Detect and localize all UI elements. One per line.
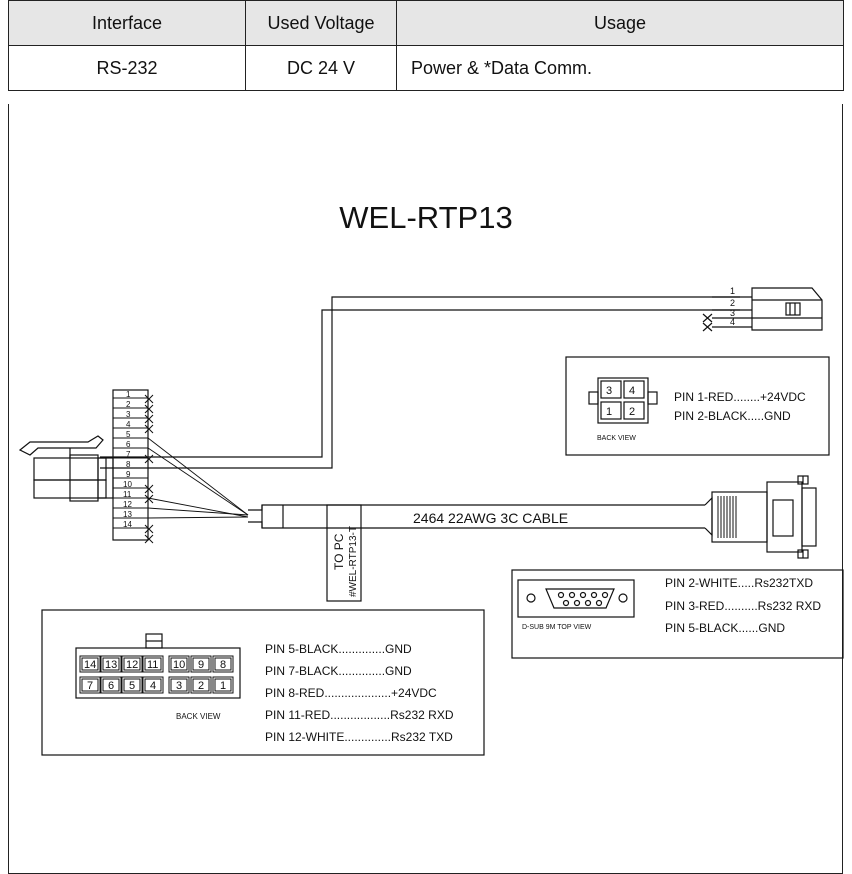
main-pin-label: 11 xyxy=(147,659,158,671)
dsub-box-line: PIN 5-BLACK......GND xyxy=(665,621,785,635)
main-pin-label: 9 xyxy=(198,659,204,671)
upper-cable-inner xyxy=(100,296,740,469)
dsub-box-line: PIN 3-RED..........Rs232 RXD xyxy=(665,599,821,613)
right-connector-wires xyxy=(702,296,752,332)
left-pin-label: 3 xyxy=(126,410,131,419)
spec-header-row: Interface Used Voltage Usage xyxy=(8,0,844,46)
cell-usage: Power & *Data Comm. xyxy=(396,45,844,91)
main-box-pin-labels: 14 13 12 11 10 9 8 7 6 5 4 3 2 1 BACK VI… xyxy=(84,659,226,721)
dsub-connector xyxy=(704,475,817,559)
main-box-lines: PIN 5-BLACK..............GND PIN 7-BLACK… xyxy=(265,642,454,744)
main-pin-label: 6 xyxy=(108,680,114,692)
main-pin-label: 4 xyxy=(150,680,156,692)
main-pin-label: 14 xyxy=(84,659,96,671)
power-pin-label: 3 xyxy=(606,385,612,397)
main-pin-label: 2 xyxy=(198,680,204,692)
power-box-line: PIN 2-BLACK.....GND xyxy=(674,409,791,423)
main-box-view-label: BACK VIEW xyxy=(176,712,221,721)
left-pin-label: 1 xyxy=(126,390,131,399)
main-pin-label: 3 xyxy=(176,680,182,692)
main-box-line: PIN 11-RED..................Rs232 RXD xyxy=(265,708,454,722)
dsub-box-text: D-SUB 9M TOP VIEW PIN 2-WHITE.....Rs232T… xyxy=(522,576,821,635)
diagram-title: WEL-RTP13 xyxy=(339,200,512,235)
right-pin-label: 3 xyxy=(730,308,735,318)
left-pin-label: 9 xyxy=(126,470,131,479)
dsub-view-label: D-SUB 9M TOP VIEW xyxy=(522,624,592,631)
power-pin-label: 1 xyxy=(606,406,612,418)
left-pin-label: 7 xyxy=(126,450,131,459)
left-pin-label: 4 xyxy=(126,420,131,429)
main-pin-label: 8 xyxy=(220,659,226,671)
power-box-text: 3 4 1 2 BACK VIEW PIN 1-RED........+24VD… xyxy=(597,385,806,442)
cable-label: 2464 22AWG 3C CABLE xyxy=(413,510,568,526)
tag-text: TO PC #WEL-RTP13-T xyxy=(332,526,359,597)
power-connector-box xyxy=(565,356,830,456)
left-pin-label: 5 xyxy=(126,430,131,439)
right-pin-label: 4 xyxy=(730,317,735,327)
main-pin-label: 10 xyxy=(173,659,185,671)
converging-wires xyxy=(147,437,249,519)
tag-line2: #WEL-RTP13-T xyxy=(348,526,359,597)
left-pin-label: 6 xyxy=(126,440,131,449)
header-interface: Interface xyxy=(8,0,246,46)
left-pin-lines xyxy=(113,397,148,529)
unused-pin-marks xyxy=(144,394,154,544)
left-pin-label: 12 xyxy=(123,500,132,509)
dsub-box-line: PIN 2-WHITE.....Rs232TXD xyxy=(665,576,813,590)
spec-table: Interface Used Voltage Usage RS-232 DC 2… xyxy=(8,0,844,91)
main-pin-label: 13 xyxy=(105,659,117,671)
cell-voltage: DC 24 V xyxy=(245,45,397,91)
left-pin-label: 13 xyxy=(123,510,132,519)
right-pin-label: 2 xyxy=(730,298,735,308)
left-pin-label: 8 xyxy=(126,460,131,469)
power-box-view-label: BACK VIEW xyxy=(597,435,636,442)
right-pin-label: 1 xyxy=(730,286,735,296)
left-pin-label: 14 xyxy=(123,520,132,529)
main-box-line: PIN 7-BLACK..............GND xyxy=(265,664,412,678)
spec-data-row: RS-232 DC 24 V Power & *Data Comm. xyxy=(8,45,844,91)
main-pin-label: 12 xyxy=(126,659,138,671)
upper-cable-outer xyxy=(100,309,740,458)
main-box-line: PIN 12-WHITE..............Rs232 TXD xyxy=(265,730,453,744)
tag-line1: TO PC xyxy=(332,533,346,570)
to-pc-tag xyxy=(326,504,362,602)
main-pin-label: 5 xyxy=(129,680,135,692)
main-box-line: PIN 8-RED....................+24VDC xyxy=(265,686,437,700)
left-pin-labels: 1 2 3 4 5 6 7 8 9 10 11 12 13 14 xyxy=(123,390,132,529)
left-pin-label: 2 xyxy=(126,400,131,409)
main-cable xyxy=(248,504,705,529)
main-pin-label: 1 xyxy=(220,680,226,692)
right-pin-labels: 1 2 3 4 xyxy=(730,286,735,327)
power-box-line: PIN 1-RED........+24VDC xyxy=(674,390,806,404)
left-pin-label: 11 xyxy=(123,490,132,499)
power-pin-label: 2 xyxy=(629,406,635,418)
power-pin-label: 4 xyxy=(629,385,635,397)
cell-interface: RS-232 xyxy=(8,45,246,91)
main-pin-label: 7 xyxy=(87,680,93,692)
dsub-info-box xyxy=(511,569,844,659)
right-4pin-connector xyxy=(751,287,823,331)
main-box-line: PIN 5-BLACK..............GND xyxy=(265,642,412,656)
left-pin-label: 10 xyxy=(123,480,132,489)
main-connector-box xyxy=(41,609,485,756)
